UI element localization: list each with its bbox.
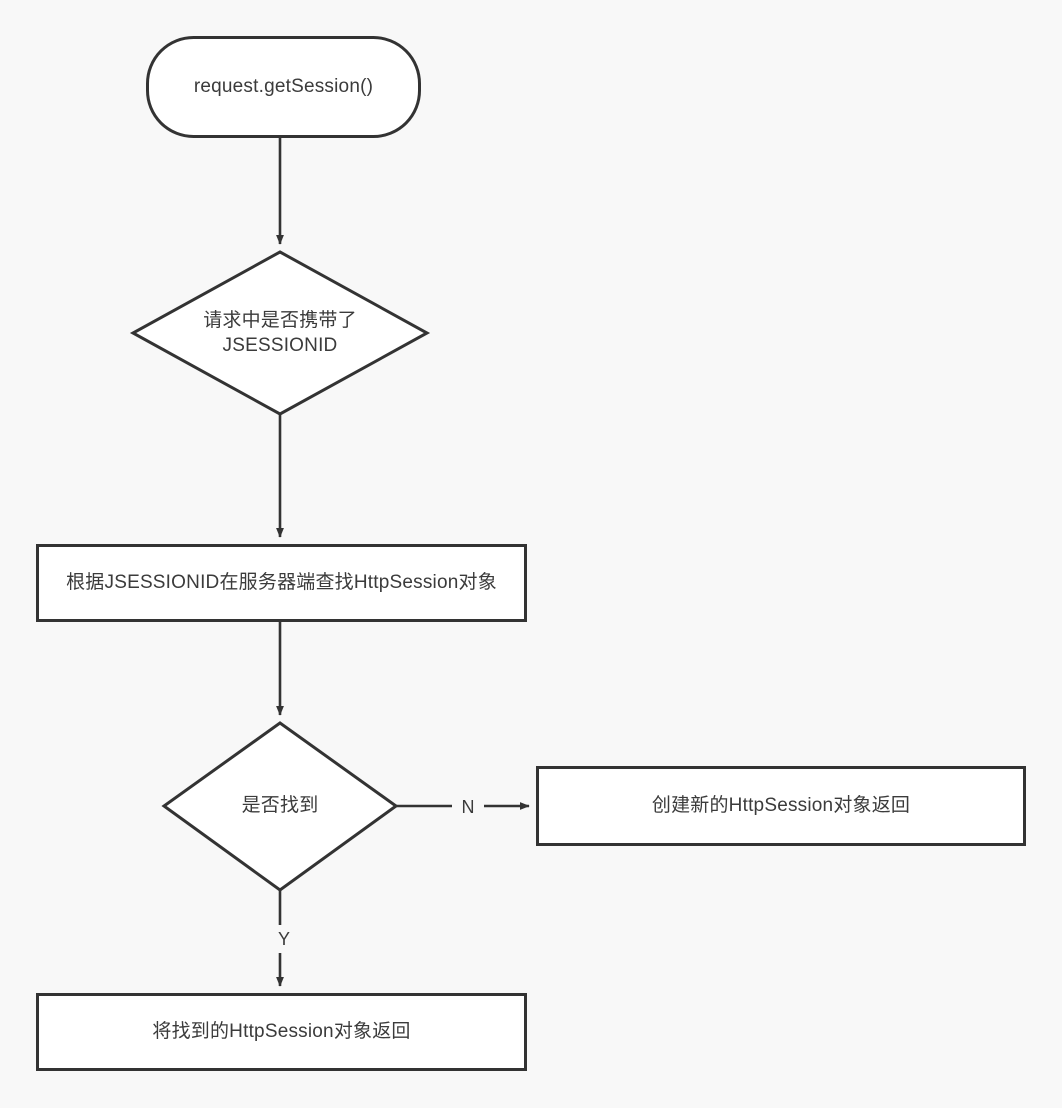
node-return-found-session-shape[interactable] — [36, 993, 527, 1071]
node-found-shape[interactable] — [161, 721, 399, 892]
node-start-shape[interactable] — [146, 36, 421, 138]
edge-label-no: N — [452, 793, 484, 821]
node-has-jsessionid-shape[interactable] — [129, 250, 431, 416]
edge-label-yes: Y — [268, 925, 300, 953]
node-lookup-session-shape[interactable] — [36, 544, 527, 622]
node-create-new-session-shape[interactable] — [536, 766, 1026, 846]
